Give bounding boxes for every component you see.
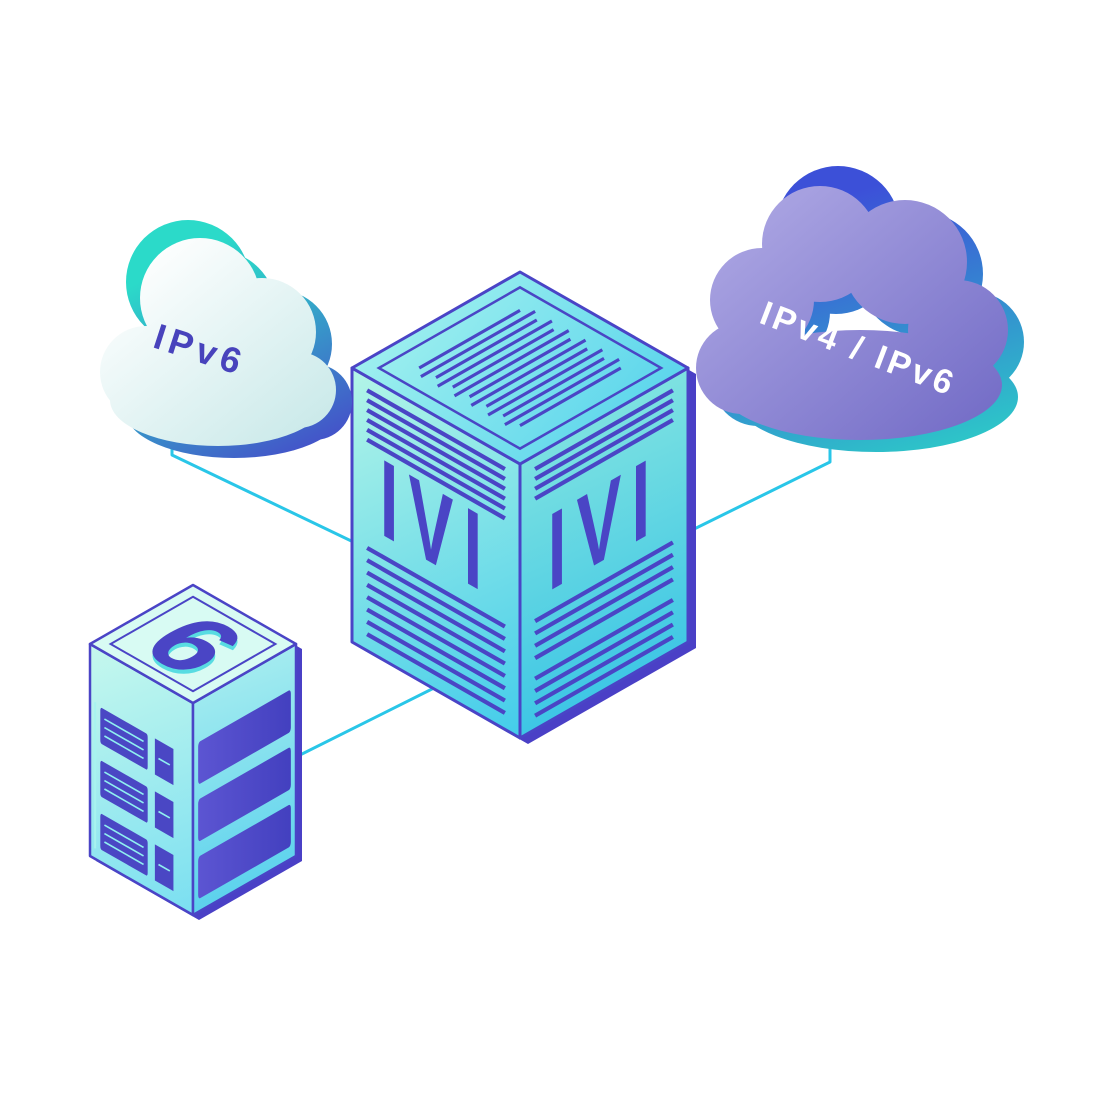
server-panel [198, 690, 291, 784]
cube-left-stripes-top [367, 390, 505, 518]
server-drive-bay [100, 760, 174, 838]
cloud-body [696, 186, 1008, 440]
server-panel [198, 747, 291, 842]
cube-left-stripes-bottom [367, 548, 505, 713]
server-panel [198, 804, 291, 899]
cloud-base [718, 330, 1002, 440]
server-right-content [198, 690, 291, 899]
cube-right-content: IVI [535, 390, 673, 715]
cube-right-stripes-bottom [535, 600, 673, 716]
cube-left-content: IVI [367, 390, 505, 713]
cube-top-content [379, 287, 661, 448]
ipv4-ipv6-cloud-node: IPv4 / IPv6 [696, 166, 1024, 452]
server-drive-bay [100, 707, 174, 785]
cube-top-border [379, 287, 661, 448]
cloud-base [110, 354, 326, 446]
ivi-cube-node: IVI IVI [352, 272, 696, 744]
cloud-body [100, 238, 336, 446]
server-left-content [95, 702, 173, 893]
cube-top-stripes [412, 307, 627, 430]
server-node: 6 6 [90, 585, 302, 920]
cube-right-stripes-top [535, 390, 673, 498]
edge-server-ivi [280, 681, 446, 766]
server-top-face [88, 583, 298, 705]
cube-right-stripes-middle [535, 542, 673, 658]
server-drive-bay [100, 813, 174, 891]
ipv6-cloud-node: IPv6 [100, 220, 352, 458]
server-top-border [111, 597, 276, 691]
